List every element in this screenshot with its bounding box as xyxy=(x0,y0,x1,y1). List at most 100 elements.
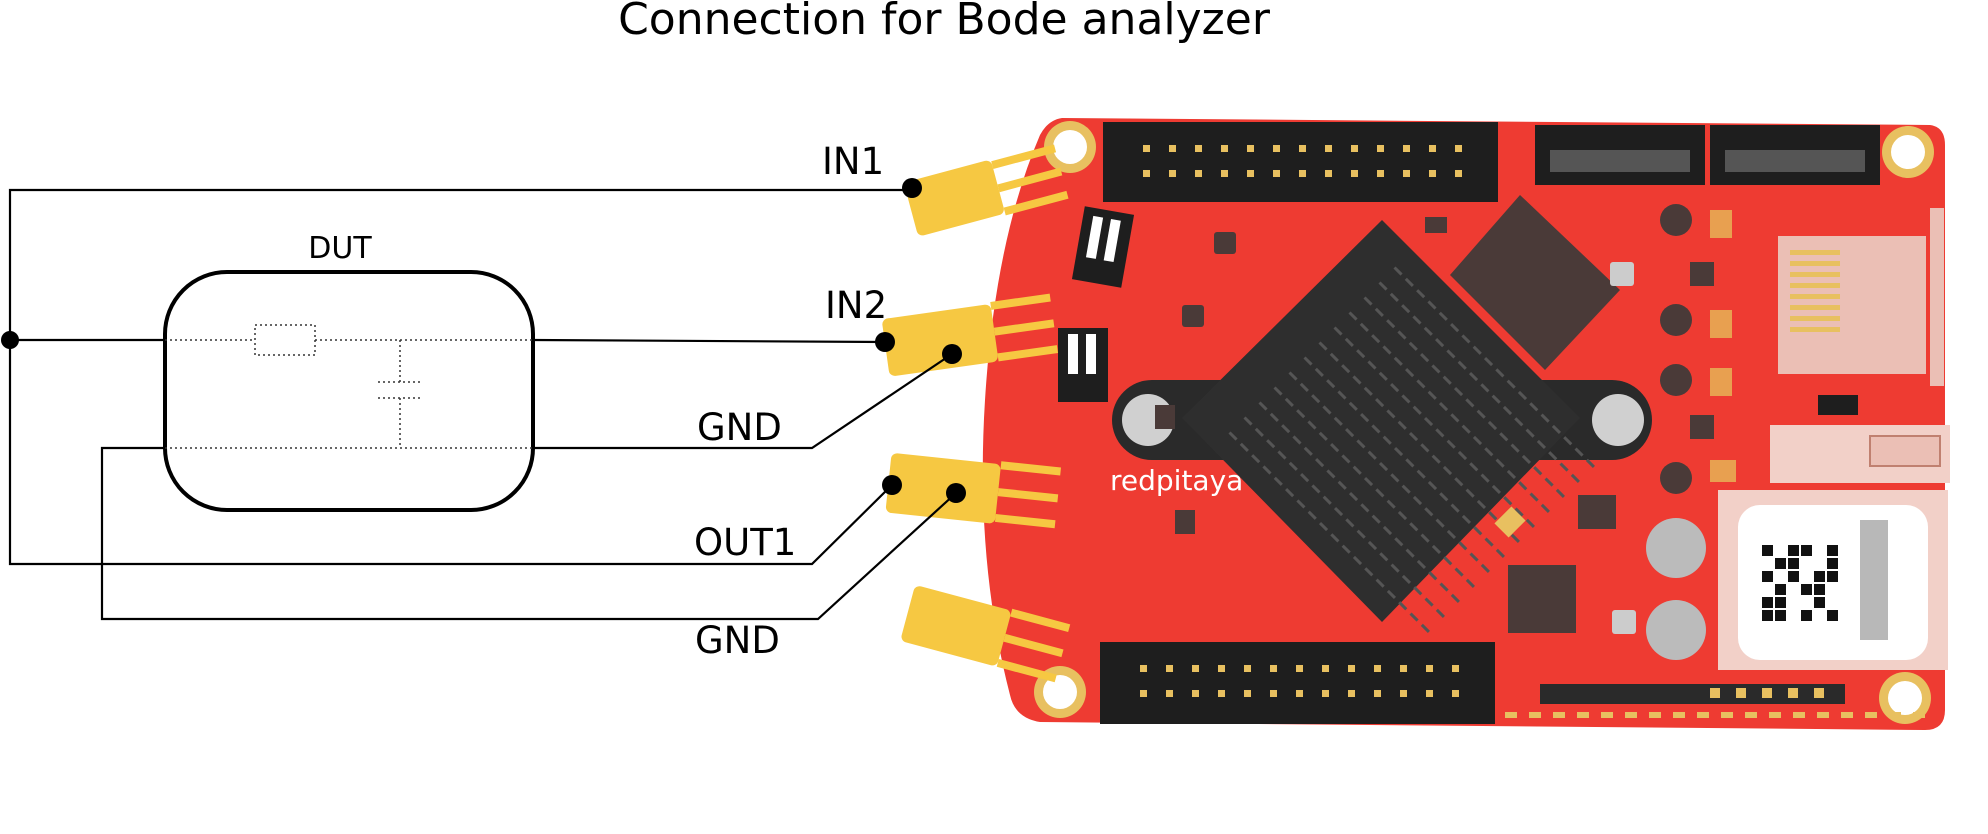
qr-cell xyxy=(1814,571,1825,582)
header-pin xyxy=(1244,665,1251,672)
header-pin xyxy=(1455,145,1462,152)
qr-cell xyxy=(1775,610,1786,621)
qr-cell xyxy=(1762,545,1773,556)
header-pin xyxy=(1348,665,1355,672)
dut-box xyxy=(165,272,533,510)
label-gnd2: GND xyxy=(695,619,780,662)
header-pin xyxy=(1299,170,1306,177)
diagram-title: Connection for Bode analyzer xyxy=(618,0,1271,45)
qr-cell xyxy=(1801,584,1812,595)
edge-pad xyxy=(1841,712,1853,718)
capacitor-2 xyxy=(1646,600,1706,660)
ethernet-pin xyxy=(1790,250,1840,255)
header-pin xyxy=(1270,690,1277,697)
header-pin xyxy=(1273,170,1280,177)
header-pin xyxy=(1377,170,1384,177)
node-in2 xyxy=(875,332,895,352)
header-pin xyxy=(1247,170,1254,177)
header-pin xyxy=(1140,690,1147,697)
edge-pad xyxy=(1817,712,1829,718)
header-pin xyxy=(1195,170,1202,177)
edge-pad xyxy=(1745,712,1757,718)
header-pin xyxy=(1166,665,1173,672)
header-pin xyxy=(1270,665,1277,672)
header-pin xyxy=(1426,665,1433,672)
edge-pad xyxy=(1577,712,1589,718)
top-pin-header xyxy=(1103,122,1498,202)
board-logo: redpitaya xyxy=(1110,464,1243,497)
header-pin xyxy=(1455,170,1462,177)
wire-in1 xyxy=(10,190,912,340)
header-pin xyxy=(1351,170,1358,177)
header-pin xyxy=(1429,170,1436,177)
header-pin xyxy=(1325,170,1332,177)
qr-cell xyxy=(1814,597,1825,608)
capacitor-1 xyxy=(1646,518,1706,578)
edge-pad xyxy=(1505,712,1517,718)
node-gnd1 xyxy=(942,344,962,364)
header-pin xyxy=(1273,145,1280,152)
qr-cell xyxy=(1801,610,1812,621)
qr-cell xyxy=(1827,571,1838,582)
header-pin xyxy=(1374,665,1381,672)
header-pin xyxy=(1426,690,1433,697)
header-pin xyxy=(1322,690,1329,697)
header-pin xyxy=(1247,145,1254,152)
header-pin xyxy=(1192,690,1199,697)
usb-port xyxy=(1770,425,1950,483)
header-pin xyxy=(1429,145,1436,152)
header-pin xyxy=(1400,690,1407,697)
header-pin xyxy=(1192,665,1199,672)
header-pin xyxy=(1452,690,1459,697)
dut-resistor xyxy=(255,325,315,355)
edge-pad xyxy=(1721,712,1733,718)
edge-pad xyxy=(1769,712,1781,718)
header-pin xyxy=(1166,690,1173,697)
edge-pad xyxy=(1649,712,1661,718)
led-pad xyxy=(1710,688,1720,698)
label-gnd1: GND xyxy=(697,406,782,449)
dut: DUT xyxy=(165,231,533,510)
node-in1 xyxy=(902,178,922,198)
header-pin xyxy=(1221,145,1228,152)
header-pin xyxy=(1377,145,1384,152)
header-pin xyxy=(1195,145,1202,152)
header-pin xyxy=(1296,665,1303,672)
edge-pad xyxy=(1529,712,1541,718)
wiring xyxy=(1,178,966,619)
ethernet-pin xyxy=(1790,272,1840,277)
header-pin xyxy=(1218,690,1225,697)
edge-pad xyxy=(1673,712,1685,718)
edge-pad xyxy=(1889,712,1901,718)
wire-dut-in2 xyxy=(533,340,885,342)
header-pin xyxy=(1452,665,1459,672)
header-pin xyxy=(1169,170,1176,177)
edge-pad xyxy=(1865,712,1877,718)
qr-cell xyxy=(1775,558,1786,569)
header-pin xyxy=(1351,145,1358,152)
header-pin xyxy=(1143,145,1150,152)
dut-label: DUT xyxy=(308,231,372,266)
led-pad xyxy=(1814,688,1824,698)
header-pin xyxy=(1218,665,1225,672)
node-left xyxy=(1,331,19,349)
header-pin xyxy=(1140,665,1147,672)
header-pin xyxy=(1296,690,1303,697)
red-pitaya-board: redpitaya xyxy=(983,118,1950,730)
qr-cell xyxy=(1801,545,1812,556)
label-out1: OUT1 xyxy=(694,521,796,564)
header-pin xyxy=(1325,145,1332,152)
header-pin xyxy=(1299,145,1306,152)
ethernet-pin xyxy=(1790,261,1840,266)
bottom-pin-header xyxy=(1100,642,1495,724)
edge-pad xyxy=(1625,712,1637,718)
header-pin xyxy=(1322,665,1329,672)
qr-cell xyxy=(1827,610,1838,621)
qr-cell xyxy=(1827,545,1838,556)
led-pad xyxy=(1736,688,1746,698)
edge-pad xyxy=(1913,712,1925,718)
qr-cell xyxy=(1762,571,1773,582)
qr-cell xyxy=(1788,558,1799,569)
qr-cell xyxy=(1814,584,1825,595)
qr-cell xyxy=(1762,597,1773,608)
